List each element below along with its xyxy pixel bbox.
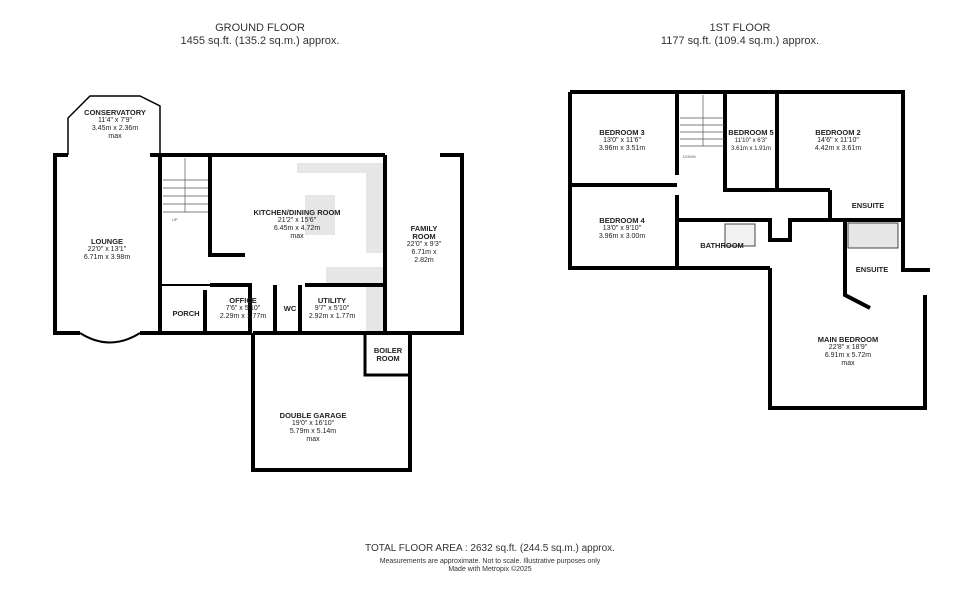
room-note: max xyxy=(290,233,304,240)
room-note: max xyxy=(108,133,122,140)
first-floor-area: 1177 sq.ft. (109.4 sq.m.) approx. xyxy=(660,35,820,47)
ground-floor-stairs xyxy=(163,158,208,213)
room-name: PORCH xyxy=(172,309,200,318)
room-name: DOUBLE GARAGE xyxy=(279,411,347,420)
first-floor-stairs xyxy=(680,95,724,147)
room-name: BEDROOM 5 xyxy=(728,128,774,137)
room-size-metric: 6.45m x 4.72m xyxy=(273,225,321,232)
ground-floor-plan xyxy=(53,95,464,472)
room-name: LOUNGE xyxy=(90,237,124,246)
room-wc: WC xyxy=(284,305,297,313)
room-size-imperial: 14'6" x 11'10" xyxy=(817,137,859,144)
room-size-imperial: 21'2" x 15'6" xyxy=(277,217,317,224)
room-ensuite-2: ENSUITE xyxy=(856,266,889,274)
room-name: KITCHEN/DINING ROOM xyxy=(253,208,341,217)
room-size-metric: 4.42m x 3.61m xyxy=(814,145,862,152)
room-size-imperial: 22'8" x 18'9" xyxy=(828,344,868,351)
room-size-metric: 3.96m x 3.51m xyxy=(598,145,646,152)
room-name: CONSERVATORY xyxy=(84,108,146,117)
room-name: BATHROOM xyxy=(700,241,744,250)
room-name: UTILITY xyxy=(317,296,347,305)
room-porch: PORCH xyxy=(172,310,199,318)
room-size-imperial: 7'6" x 5'10" xyxy=(225,305,261,312)
room-bathroom: BATHROOM xyxy=(700,242,744,250)
room-size-imperial: 13'0" x 9'10" xyxy=(602,225,642,232)
room-name: BEDROOM 4 xyxy=(599,216,645,225)
room-size-imperial: 9'7" x 5'10" xyxy=(314,305,350,312)
room-name: ENSUITE xyxy=(851,201,885,210)
first-floor-title: 1ST FLOOR xyxy=(709,22,771,34)
disclaimer: Measurements are approximate. Not to sca… xyxy=(379,558,601,565)
room-name: WC xyxy=(283,304,297,313)
room-size-metric: 2.92m x 1.77m xyxy=(308,313,356,320)
room-name: BOILER ROOM xyxy=(373,346,403,363)
credit: Made with Metropix ©2025 xyxy=(448,566,532,573)
first-floor-header: 1ST FLOOR 1177 sq.ft. (109.4 sq.m.) appr… xyxy=(610,22,870,48)
room-boiler: BOILER ROOM xyxy=(371,347,405,363)
room-size-metric: 3.61m x 1.91m xyxy=(731,146,771,152)
first-floor-plan xyxy=(568,90,930,410)
room-name: BEDROOM 2 xyxy=(815,128,861,137)
room-name: FAMILY ROOM xyxy=(410,224,438,241)
room-size-imperial: 19'0" x 16'10" xyxy=(291,420,335,427)
room-size-imperial: 11'4" x 7'9" xyxy=(98,117,132,124)
room-size-imperial: 13'0" x 11'6" xyxy=(603,137,641,144)
room-size-metric: 6.91m x 5.72m xyxy=(824,352,872,359)
stairs-up-label: UP xyxy=(172,217,178,222)
room-size-metric: 2.29m x 1.77m xyxy=(219,313,267,320)
room-name: OFFICE xyxy=(229,296,257,305)
room-size-metric: 5.79m x 5.14m xyxy=(289,428,337,435)
ground-floor-title: GROUND FLOOR xyxy=(215,22,305,34)
room-name: BEDROOM 3 xyxy=(599,128,645,137)
room-name: MAIN BEDROOM xyxy=(817,335,879,344)
stairs-down-label: DOWN xyxy=(683,154,696,159)
ground-floor-area: 1455 sq.ft. (135.2 sq.m.) approx. xyxy=(180,35,340,47)
room-size-metric: 3.45m x 2.36m xyxy=(91,125,139,132)
room-size-metric: 6.71m x 3.98m xyxy=(83,254,131,261)
room-size-imperial: 11'10" x 6'3" xyxy=(734,138,768,144)
room-size-imperial: 22'0" x 13'1" xyxy=(87,246,127,253)
room-size-imperial: 22'0" x 9'3" xyxy=(406,241,442,248)
total-floor-area: TOTAL FLOOR AREA : 2632 sq.ft. (244.5 sq… xyxy=(365,543,615,554)
room-size-metric: 6.71m x 2.82m xyxy=(411,249,437,264)
room-name: ENSUITE xyxy=(855,265,889,274)
room-note: max xyxy=(306,436,320,443)
room-note: max xyxy=(841,360,855,367)
ground-floor-header: GROUND FLOOR 1455 sq.ft. (135.2 sq.m.) a… xyxy=(130,22,390,48)
room-ensuite-1: ENSUITE xyxy=(852,202,885,210)
room-size-metric: 3.96m x 3.00m xyxy=(598,233,646,240)
